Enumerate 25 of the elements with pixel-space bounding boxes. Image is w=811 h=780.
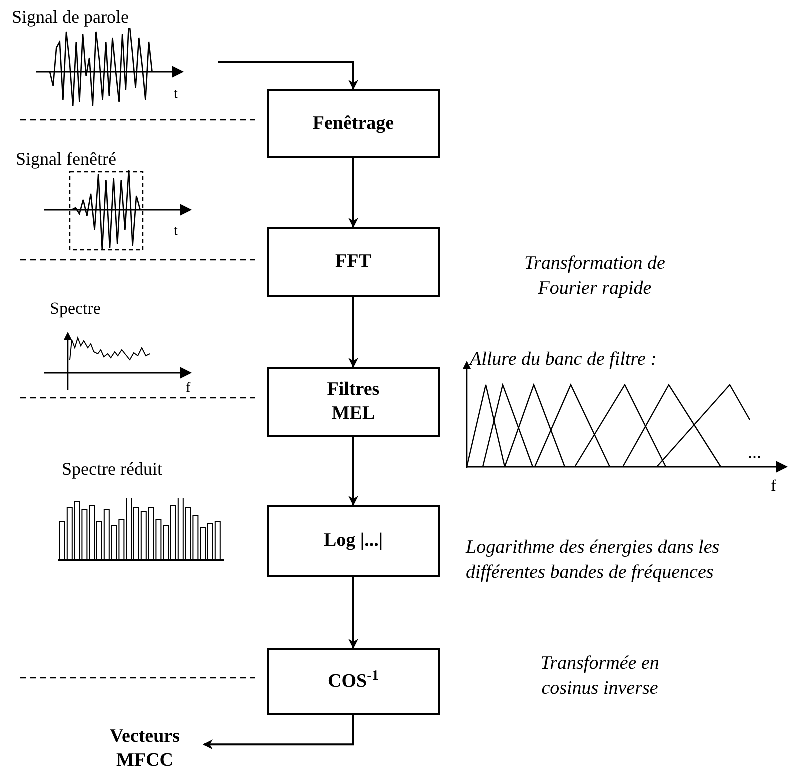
description-text: Transformation de Fourier rapide [524, 252, 666, 301]
axis-label: f [186, 380, 192, 398]
description-text: Logarithme des énergies dans les différentes bandes de fréquences [466, 536, 721, 585]
arrow [348, 158, 358, 228]
description-text: Transformée en cosinus inverse [540, 652, 660, 701]
process-box: COS$^{-1}$ [267, 648, 440, 715]
arrow [203, 715, 354, 750]
signal-title: Signal fenêtré [16, 148, 118, 171]
output-label: Vecteurs MFCC [90, 722, 200, 776]
arrow [348, 297, 358, 368]
process-box: Filtres MEL [267, 367, 440, 437]
signal-title: Spectre réduit [62, 458, 164, 481]
signal-title: Signal de parole [12, 6, 130, 29]
axis-label: t [174, 86, 179, 104]
arrow [348, 437, 358, 506]
chart-title: Allure du banc de filtre : [470, 348, 658, 372]
arrow [348, 577, 358, 649]
process-box: Log |...| [267, 505, 440, 577]
arrow [218, 61, 358, 90]
process-box: Fenêtrage [267, 89, 440, 158]
signal-title: Spectre [50, 298, 102, 320]
axis-label: t [174, 223, 179, 241]
axis-label: f [771, 477, 778, 497]
process-box: FFT [267, 227, 440, 297]
ellipsis-text: ... [748, 441, 762, 464]
